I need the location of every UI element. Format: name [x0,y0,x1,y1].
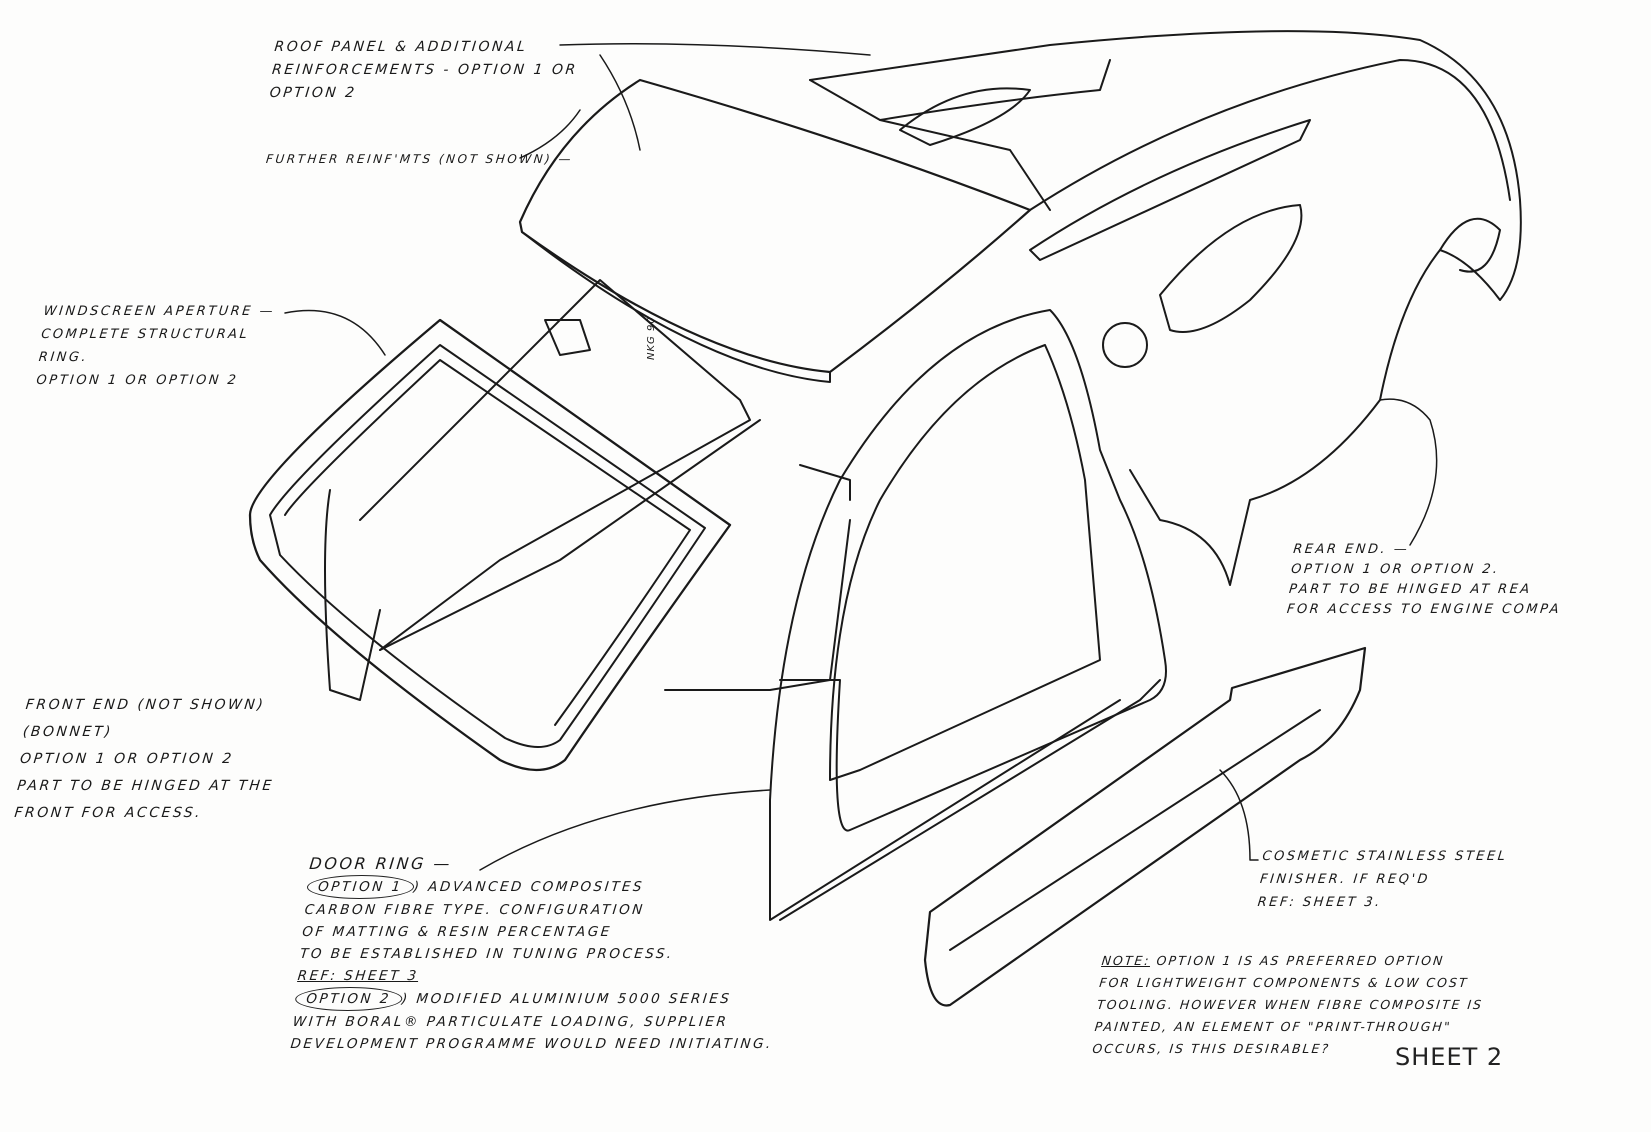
cosmetic-finisher-annotation: COSMETIC STAINLESS STEEL FINISHER. IF RE… [1256,845,1508,914]
rear-end-annotation: REAR END. — OPTION 1 OR OPTION 2. PART T… [1286,540,1569,620]
further-reinforcements-annotation: FURTHER REINF'MTS (NOT SHOWN) — [265,152,574,166]
rear-end-line-3: PART TO BE HINGED AT REA [1288,582,1533,597]
note-line-4: PAINTED, AN ELEMENT OF "PRINT-THROUGH" [1093,1019,1453,1034]
leader-rear [1379,398,1438,546]
roof-panel-annotation: ROOF PANEL & ADDITIONAL REINFORCEMENTS -… [268,36,581,105]
rear-end-line-4: FOR ACCESS TO ENGINE COMPA [1286,602,1562,617]
note-line-2: FOR LIGHTWEIGHT COMPONENTS & LOW COST [1098,975,1470,990]
cosmetic-line-3: REF: SHEET 3. [1256,895,1383,910]
fuel-cap [1102,322,1148,368]
floor-pan-2 [379,419,761,651]
side-intake-inner [1029,119,1311,261]
door-ring-outer [769,309,1167,832]
door-option1-line-4: TO BE ESTABLISHED IN TUNING PROCESS. [299,946,675,962]
sill-finisher [923,646,1367,1007]
rear-wheel-arch [1439,217,1501,273]
windscreen-line-4: OPTION 1 OR OPTION 2 [35,373,240,388]
sill-finisher-line [949,709,1321,951]
rear-body-outline [809,30,1522,586]
leader-cosmetic [1219,769,1259,861]
front-end-line-4: PART TO BE HINGED AT THE [16,778,275,794]
roof-line-3: OPTION 2 [268,85,358,101]
sheet-number: SHEET 2 [1395,1043,1504,1071]
door-ring-annotation: DOOR RING — OPTION 1) ADVANCED COMPOSITE… [289,853,792,1055]
door-ring-sill-2 [779,679,1161,921]
cosmetic-line-1: COSMETIC STAINLESS STEEL [1261,849,1509,864]
cosmetic-line-2: FINISHER. IF REQ'D [1259,872,1431,887]
door-option2-line-2: WITH BORAL® PARTICULATE LOADING, SUPPLIE… [292,1014,730,1030]
windscreen-ring-outer [248,318,732,772]
option-1-circled: OPTION 1 [305,875,415,899]
leader-windscreen [284,309,386,356]
roof-line-1: ROOF PANEL & ADDITIONAL [273,39,529,55]
bracket-2 [799,464,851,501]
door-option1-line-5: REF: SHEET 3 [296,968,420,984]
windscreen-line-3: RING. [38,350,89,365]
windscreen-ring-inner-2 [284,359,691,726]
front-end-annotation: FRONT END (NOT SHOWN) (BONNET) OPTION 1 … [13,692,284,827]
door-option1-line-1: ) ADVANCED COMPOSITES [412,879,645,895]
body-sweep-line [1029,59,1511,211]
option-2-circled: OPTION 2 [294,987,404,1011]
note-line-3: TOOLING. HOWEVER WHEN FIBRE COMPOSITE IS [1096,997,1484,1012]
door-option1-line-2: CARBON FIBRE TYPE. CONFIGURATION [303,902,646,918]
side-intake [1159,204,1303,333]
windscreen-line-1: WINDSCREEN APERTURE — [42,304,276,319]
windscreen-line-2: COMPLETE STRUCTURAL [40,327,251,342]
a-pillar [664,519,851,691]
rear-end-line-2: OPTION 1 OR OPTION 2. [1290,562,1501,577]
door-opening [829,344,1101,781]
roof-panel [518,78,1032,374]
front-end-line-3: OPTION 1 OR OPTION 2 [19,751,235,767]
roof-line-2: REINFORCEMENTS - OPTION 1 OR [271,62,579,78]
windscreen-annotation: WINDSCREEN APERTURE — COMPLETE STRUCTURA… [35,300,276,392]
front-end-line-5: FRONT FOR ACCESS. [13,805,203,821]
roof-panel-edge [521,231,831,383]
bracket [544,319,591,356]
front-end-line-2: (BONNET) [22,724,114,740]
roof-rail-right [879,59,1111,121]
front-end-line-1: FRONT END (NOT SHOWN) [24,697,267,713]
windscreen-ring-inner [269,344,706,748]
note-label: NOTE: [1100,953,1152,968]
note-line-1: OPTION 1 IS AS PREFERRED OPTION [1149,953,1446,968]
bulkhead [324,489,381,701]
leader-roof [559,43,871,151]
door-option2-line-3: DEVELOPMENT PROGRAMME WOULD NEED INITIAT… [289,1036,774,1052]
rear-end-line-1: REAR END. — [1292,542,1411,557]
door-option1-line-3: OF MATTING & RESIN PERCENTAGE [301,924,613,940]
engine-vent [899,87,1031,146]
door-ring-sill [768,699,1121,921]
roof-rail-left [809,79,1051,211]
leader-door [479,789,771,871]
floor-pan [359,279,751,651]
door-option2-line-1: ) MODIFIED ALUMINIUM 5000 SERIES [401,991,733,1007]
artist-initials: NKG 90 [646,316,657,360]
door-ring-title: DOOR RING — [308,854,454,873]
leader-further [519,109,581,159]
